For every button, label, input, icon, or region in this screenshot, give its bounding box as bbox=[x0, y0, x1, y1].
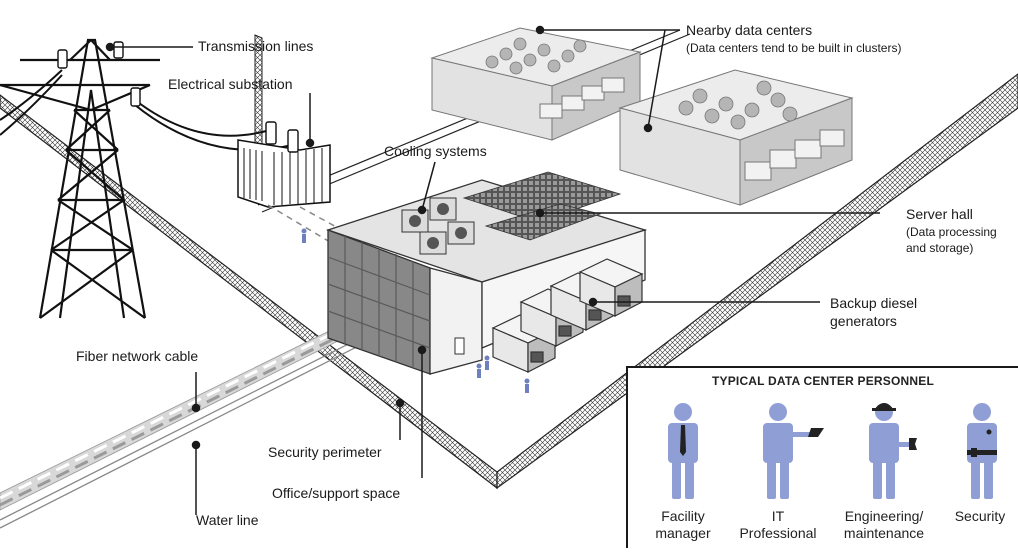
personnel-title: TYPICAL DATA CENTER PERSONNEL bbox=[711, 374, 935, 388]
role-line2: maintenance bbox=[843, 525, 925, 541]
role-line2: manager bbox=[655, 525, 711, 541]
role-line1: Facility bbox=[661, 508, 705, 524]
role-line2: Professional bbox=[739, 525, 817, 541]
underground-lines bbox=[0, 305, 393, 529]
engineer-icon bbox=[869, 403, 917, 499]
it-professional-icon bbox=[763, 403, 824, 499]
security-guard-icon bbox=[967, 403, 997, 499]
label-nearby-data-centers-note: (Data centers tend to be built in cluste… bbox=[686, 41, 902, 55]
role-line1: IT bbox=[771, 508, 785, 524]
label-security-perimeter: Security perimeter bbox=[268, 444, 382, 460]
role-it-professional: IT Professional bbox=[733, 508, 823, 542]
facility-manager-icon bbox=[668, 403, 698, 499]
label-office-support-space: Office/support space bbox=[272, 485, 401, 501]
label-backup-generators-2: generators bbox=[830, 313, 897, 329]
role-security: Security bbox=[942, 508, 1018, 525]
transmission-tower bbox=[0, 38, 160, 319]
backup-generators bbox=[491, 258, 644, 373]
label-nearby-data-centers: Nearby data centers bbox=[686, 22, 813, 38]
role-line1: Security bbox=[954, 508, 1006, 524]
personnel-icons bbox=[668, 403, 997, 499]
small-people bbox=[301, 228, 530, 393]
label-electrical-substation: Electrical substation bbox=[168, 76, 293, 92]
label-fiber-network-cable: Fiber network cable bbox=[76, 348, 199, 364]
role-facility-manager: Facility manager bbox=[643, 508, 723, 542]
label-water-line: Water line bbox=[196, 512, 259, 528]
label-transmission-lines: Transmission lines bbox=[198, 38, 314, 54]
label-server-hall: Server hall bbox=[906, 206, 973, 222]
electrical-substation bbox=[237, 121, 361, 249]
label-cooling-systems: Cooling systems bbox=[384, 143, 487, 159]
label-server-hall-note-1: (Data processing bbox=[906, 225, 997, 239]
callout-lines bbox=[105, 25, 880, 515]
label-server-hall-note-2: and storage) bbox=[906, 241, 974, 255]
role-line1: Engineering/ bbox=[844, 508, 924, 524]
personnel-legend: TYPICAL DATA CENTER PERSONNEL bbox=[626, 366, 1018, 548]
nearby-data-center-2 bbox=[618, 69, 854, 206]
insulators bbox=[57, 41, 141, 107]
label-backup-generators-1: Backup diesel bbox=[830, 295, 918, 311]
nearby-data-center-1 bbox=[430, 27, 642, 141]
role-engineering: Engineering/ maintenance bbox=[834, 508, 934, 542]
